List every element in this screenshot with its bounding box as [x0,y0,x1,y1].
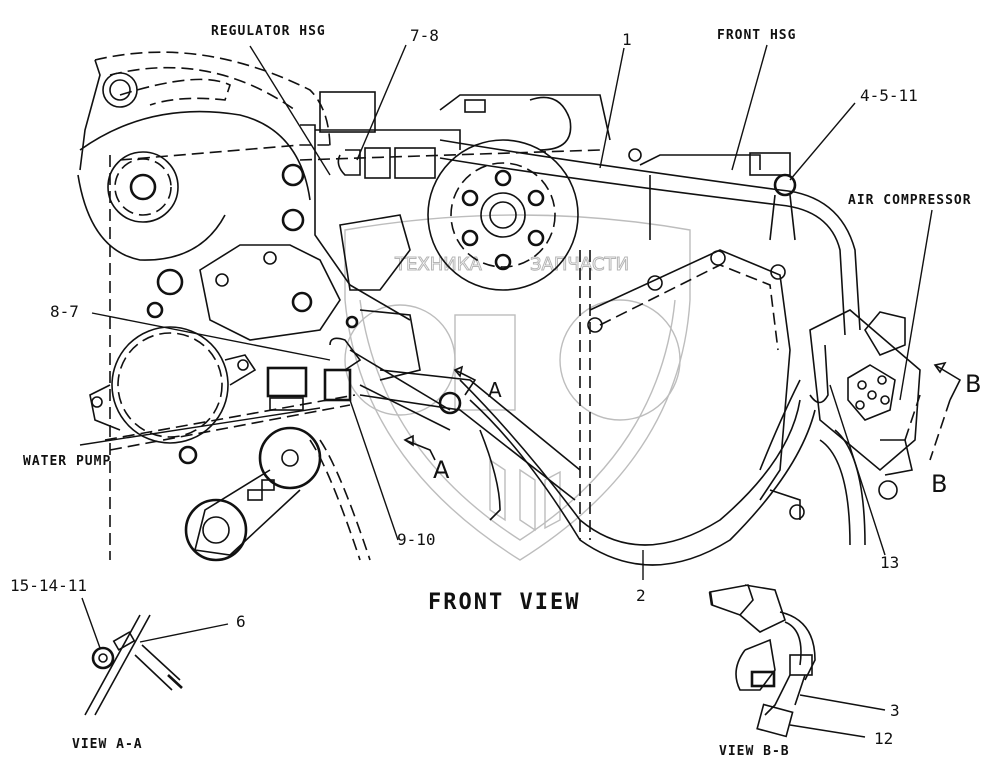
callout-13: 13 [880,553,900,572]
leader-water-pump [79,407,321,446]
alternator-bracket [79,51,331,201]
label-front-hsg: FRONT HSG [717,28,797,43]
section-marker-a-top: A [488,378,502,402]
section-marker-b-bottom: B [931,470,948,498]
fitting-8-7 [266,309,581,501]
callout-4-5-11: 4-5-11 [860,86,918,105]
leader-1 [599,47,625,169]
label-regulator-hsg: REGULATOR HSG [211,24,326,39]
block-holes [146,163,313,319]
view-aa-detail [81,597,229,716]
leader-8-7 [91,312,331,361]
callout-2: 2 [636,586,646,605]
leader-4-5-11 [789,102,856,181]
front-housing [628,148,797,241]
belt-tensioner [184,426,371,562]
leader-3 [799,694,886,711]
timing-cover [579,249,791,540]
leader-15-14-11 [81,597,101,649]
tube-2 [459,379,816,566]
leader-6 [139,623,229,643]
callout-8-7: 8-7 [50,302,79,321]
callout-1: 1 [622,30,632,49]
section-marker-a-bottom: A [433,456,450,484]
water-pump [89,326,356,465]
section-marker-b-top: B [965,370,982,398]
label-view-bb: VIEW B-B [719,744,790,759]
callout-9-10: 9-10 [397,530,436,549]
watermark-text-left: ТЕХНИКА [394,254,482,275]
diagram-title: FRONT VIEW [428,590,581,615]
leader-12 [789,724,866,738]
leader-7-8 [356,44,407,161]
callout-3: 3 [890,701,900,720]
view-bb-detail [708,584,886,738]
leader-front-hsg [731,44,768,171]
section-a-markers [403,365,477,461]
leader-lines [79,44,933,580]
crankshaft-pulley [427,96,579,291]
callout-12: 12 [874,729,894,748]
callout-6: 6 [236,612,246,631]
watermark-shield [344,214,691,561]
label-air-compressor: AIR COMPRESSOR [848,193,972,208]
regulator-housing [299,91,611,179]
label-water-pump: WATER PUMP [23,454,112,469]
alternator-pulley [77,144,330,560]
callout-15-14-11: 15-14-11 [10,576,88,595]
leader-air-compressor [899,209,933,401]
leader-regulator-hsg [249,45,331,176]
callout-7-8: 7-8 [410,26,439,45]
label-view-aa: VIEW A-A [72,737,143,752]
section-b-markers [929,361,962,461]
front-cover-plate [199,124,411,341]
leader-13 [829,384,886,556]
leader-9-10 [349,399,399,541]
watermark-wheat [489,458,561,532]
air-compressor [759,309,921,546]
